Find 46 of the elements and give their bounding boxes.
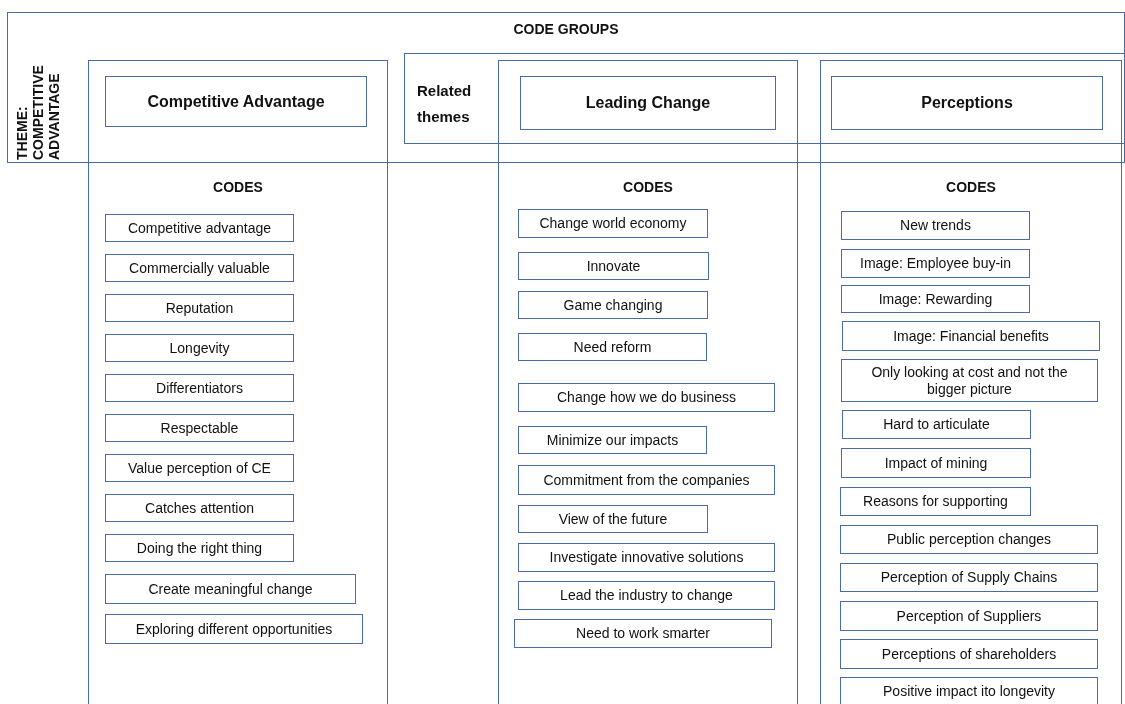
group-title-box: Competitive Advantage (105, 76, 367, 127)
code-box: Respectable (105, 414, 294, 442)
code-box: Game changing (518, 291, 708, 319)
codes-heading: CODES (622, 179, 674, 195)
code-box: Competitive advantage (105, 214, 294, 242)
code-box: Hard to articulate (842, 410, 1031, 439)
code-box: Change world economy (518, 209, 708, 238)
code-box: Positive impact ito longevity (840, 677, 1098, 704)
code-box: Perception of Supply Chains (840, 563, 1098, 592)
theme-label: THEME: COMPETITIVE ADVANTAGE (14, 64, 62, 160)
code-box: Reputation (105, 294, 294, 322)
code-box: Image: Rewarding (841, 285, 1030, 313)
code-box: Doing the right thing (105, 534, 294, 562)
code-box: Commercially valuable (105, 254, 294, 282)
code-box: View of the future (518, 505, 708, 533)
code-box: Lead the industry to change (518, 581, 775, 610)
code-box: Exploring different opportunities (105, 614, 363, 644)
header-frame (7, 12, 1125, 163)
code-box: Minimize our impacts (518, 426, 707, 454)
code-box: Create meaningful change (105, 574, 356, 604)
code-box: Public perception changes (840, 525, 1098, 554)
code-box: Differentiators (105, 374, 294, 402)
code-box: Image: Employee buy-in (841, 249, 1030, 278)
code-box: Commitment from the companies (518, 465, 775, 495)
code-box: Impact of mining (841, 448, 1031, 478)
code-box: Perception of Suppliers (840, 601, 1098, 631)
code-box: Only looking at cost and not the bigger picture (841, 359, 1098, 402)
code-box: Image: Financial benefits (842, 321, 1100, 351)
code-box: Perceptions of shareholders (840, 639, 1098, 669)
code-box: Need reform (518, 333, 707, 361)
code-box: Change how we do business (518, 383, 775, 412)
code-box: New trends (841, 211, 1030, 240)
code-box: Value perception of CE (105, 454, 294, 482)
related-themes-label: Related themes (417, 81, 473, 127)
code-box: Investigate innovative solutions (518, 543, 775, 572)
group-title-box: Leading Change (520, 76, 776, 130)
code-box: Reasons for supporting (840, 487, 1031, 516)
codes-heading: CODES (945, 179, 997, 195)
codes-heading: CODES (212, 179, 264, 195)
code-box: Longevity (105, 334, 294, 362)
code-box: Need to work smarter (514, 619, 772, 648)
code-box: Innovate (518, 252, 709, 280)
code-box: Catches attention (105, 494, 294, 522)
related-themes-frame (404, 53, 1125, 144)
group-title-box: Perceptions (831, 76, 1103, 130)
section-heading: CODE GROUPS (512, 21, 620, 37)
